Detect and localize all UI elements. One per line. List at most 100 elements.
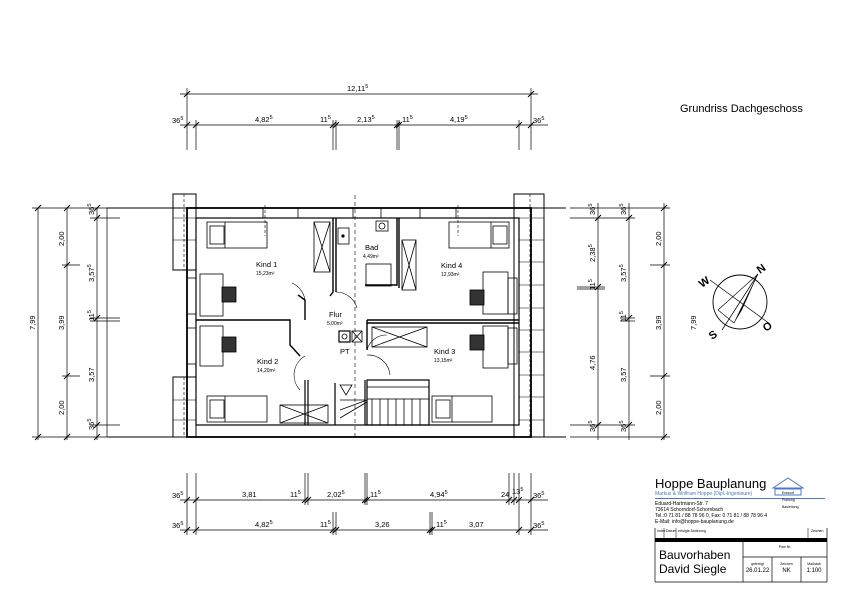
firm-services: Entwurf Planung Bauleitung: [782, 490, 799, 511]
svg-text:W: W: [697, 274, 713, 290]
svg-text:2,00: 2,00: [654, 400, 663, 415]
svg-text:365: 365: [172, 116, 183, 125]
service-entwurf: Entwurf: [782, 491, 794, 495]
svg-text:12,115: 12,115: [347, 84, 368, 93]
svg-text:3,575: 3,575: [619, 264, 628, 282]
svg-text:2,385: 2,385: [588, 244, 597, 262]
client-name: David Siegle: [659, 562, 727, 576]
svg-text:Kind 1: Kind 1: [256, 260, 277, 269]
compass-icon: N O S W: [697, 262, 775, 342]
firm-address: Eduard-Hartmann-Str. 7 73614 Schorndorf-…: [655, 501, 835, 525]
svg-text:365: 365: [87, 419, 96, 430]
svg-text:115: 115: [588, 279, 597, 290]
service-bauleitung: Bauleitung: [782, 505, 799, 509]
svg-text:O: O: [761, 319, 775, 334]
svg-text:115: 115: [436, 520, 447, 529]
svg-text:3,81: 3,81: [242, 490, 257, 499]
bottom-dimension-texts: 365 3,81 115 2,025 115 4,945 24 135 365 …: [172, 487, 544, 530]
svg-text:2,00: 2,00: [57, 231, 66, 246]
svg-text:365: 365: [588, 421, 597, 432]
furniture: [199, 220, 510, 425]
svg-text:3,575: 3,575: [87, 264, 96, 282]
left-dimension-lines: [32, 204, 175, 441]
room-flur: Flur 5,00m²: [327, 310, 343, 327]
top-dimension-lines: [180, 88, 548, 150]
svg-text:3,26: 3,26: [375, 520, 390, 529]
svg-text:365: 365: [619, 204, 628, 215]
title-block-header: Hoppe Bauplanung Markus & Wolfram Hoppe …: [655, 477, 835, 525]
svg-text:12,93m²: 12,93m²: [441, 272, 460, 278]
plan-number-label: Plan Nr.: [778, 545, 792, 549]
svg-text:365: 365: [533, 491, 544, 500]
svg-text:365: 365: [533, 116, 544, 125]
title-block-project: Bauvorhaben David Siegle Plan Nr. gefert…: [655, 540, 827, 582]
room-kind-2: Kind 2 14,20m²: [257, 357, 278, 374]
svg-text:13,15m²: 13,15m²: [434, 358, 453, 364]
svg-text:3,57: 3,57: [619, 367, 628, 382]
svg-text:3,99: 3,99: [57, 315, 66, 330]
svg-text:4,76: 4,76: [588, 355, 597, 370]
firm-partners: Markus & Wolfram Hoppe (Dipl.-Ingenieure…: [655, 491, 825, 499]
svg-text:115: 115: [320, 520, 331, 529]
change-header: erfolgte Änderung: [678, 529, 706, 533]
date-header: Datum: [666, 529, 677, 533]
right-dimension-lines: [570, 203, 670, 441]
right-dimension-texts: 365 2,385 115 4,76 365 365 3,575 115 3,5…: [588, 204, 698, 432]
svg-text:Bad: Bad: [365, 243, 378, 252]
svg-text:365: 365: [619, 421, 628, 432]
room-labels: Kind 1 15,23m² Bad 4,49m² Kind 4 12,93m²…: [256, 243, 462, 374]
svg-text:135: 135: [512, 487, 523, 496]
date-cell: gefertigt 26.01.22: [743, 562, 772, 574]
svg-text:115: 115: [87, 310, 96, 321]
svg-text:7,99: 7,99: [689, 315, 698, 330]
svg-text:24: 24: [501, 490, 509, 499]
svg-text:15,23m²: 15,23m²: [256, 271, 275, 277]
svg-text:2,025: 2,025: [327, 490, 345, 499]
svg-text:7,99: 7,99: [28, 315, 37, 330]
svg-text:4,825: 4,825: [255, 520, 273, 529]
scale-label: Maßstab: [807, 562, 821, 566]
scale-cell: Maßstab 1:100: [801, 562, 827, 574]
firm-name: Hoppe Bauplanung: [655, 476, 767, 491]
svg-text:N: N: [755, 262, 768, 276]
building-walls: [106, 193, 566, 440]
svg-text:2,00: 2,00: [57, 400, 66, 415]
room-bad: Bad 4,49m²: [363, 243, 379, 260]
room-kind-4: Kind 4 12,93m²: [441, 261, 462, 278]
date-value: 26.01.22: [745, 568, 770, 574]
svg-text:365: 365: [533, 521, 544, 530]
svg-text:Kind 4: Kind 4: [441, 261, 462, 270]
bottom-dimension-lines: [180, 473, 548, 535]
top-dimension-texts: 12,115 365 4,825 115 2,135 115 4,195 365: [172, 84, 544, 125]
svg-text:4,945: 4,945: [430, 490, 448, 499]
room-pt: PT: [340, 347, 350, 356]
drawn-value: NK: [782, 568, 791, 574]
address-street: Eduard-Hartmann-Str. 7: [655, 501, 709, 507]
svg-text:365: 365: [172, 521, 183, 530]
svg-text:2,00: 2,00: [654, 231, 663, 246]
project-label: Bauvorhaben: [659, 548, 731, 562]
date-label: gefertigt: [751, 562, 764, 566]
plan-number-cell: Plan Nr.: [743, 545, 827, 549]
svg-text:115: 115: [320, 115, 331, 124]
revision-index-header: Index Datum erfolgte Änderung Zeichen: [655, 528, 827, 540]
firm-phone: Tel.:0 71 81 / 88 78 96 0, Fax: 0 71 81 …: [655, 513, 768, 519]
service-planung: Planung: [782, 498, 795, 502]
svg-text:3,99: 3,99: [654, 315, 663, 330]
svg-text:365: 365: [172, 491, 183, 500]
firm-email: E-Mail: info@hoppe-bauplanung.de: [655, 519, 734, 525]
svg-text:2,135: 2,135: [357, 115, 375, 124]
svg-text:Kind 2: Kind 2: [257, 357, 278, 366]
svg-text:115: 115: [370, 490, 381, 499]
project-info: Bauvorhaben David Siegle: [659, 548, 730, 576]
svg-text:115: 115: [290, 490, 301, 499]
svg-text:115: 115: [619, 311, 628, 322]
svg-text:4,195: 4,195: [450, 115, 468, 124]
left-dimension-texts: 7,99 2,00 3,99 2,00 365 3,575 115 3,57 3…: [28, 204, 96, 430]
svg-text:S: S: [707, 328, 720, 342]
svg-text:115: 115: [402, 115, 413, 124]
svg-text:3,57: 3,57: [87, 367, 96, 382]
sign-header: Zeichen: [811, 529, 824, 533]
svg-text:14,20m²: 14,20m²: [257, 368, 276, 374]
